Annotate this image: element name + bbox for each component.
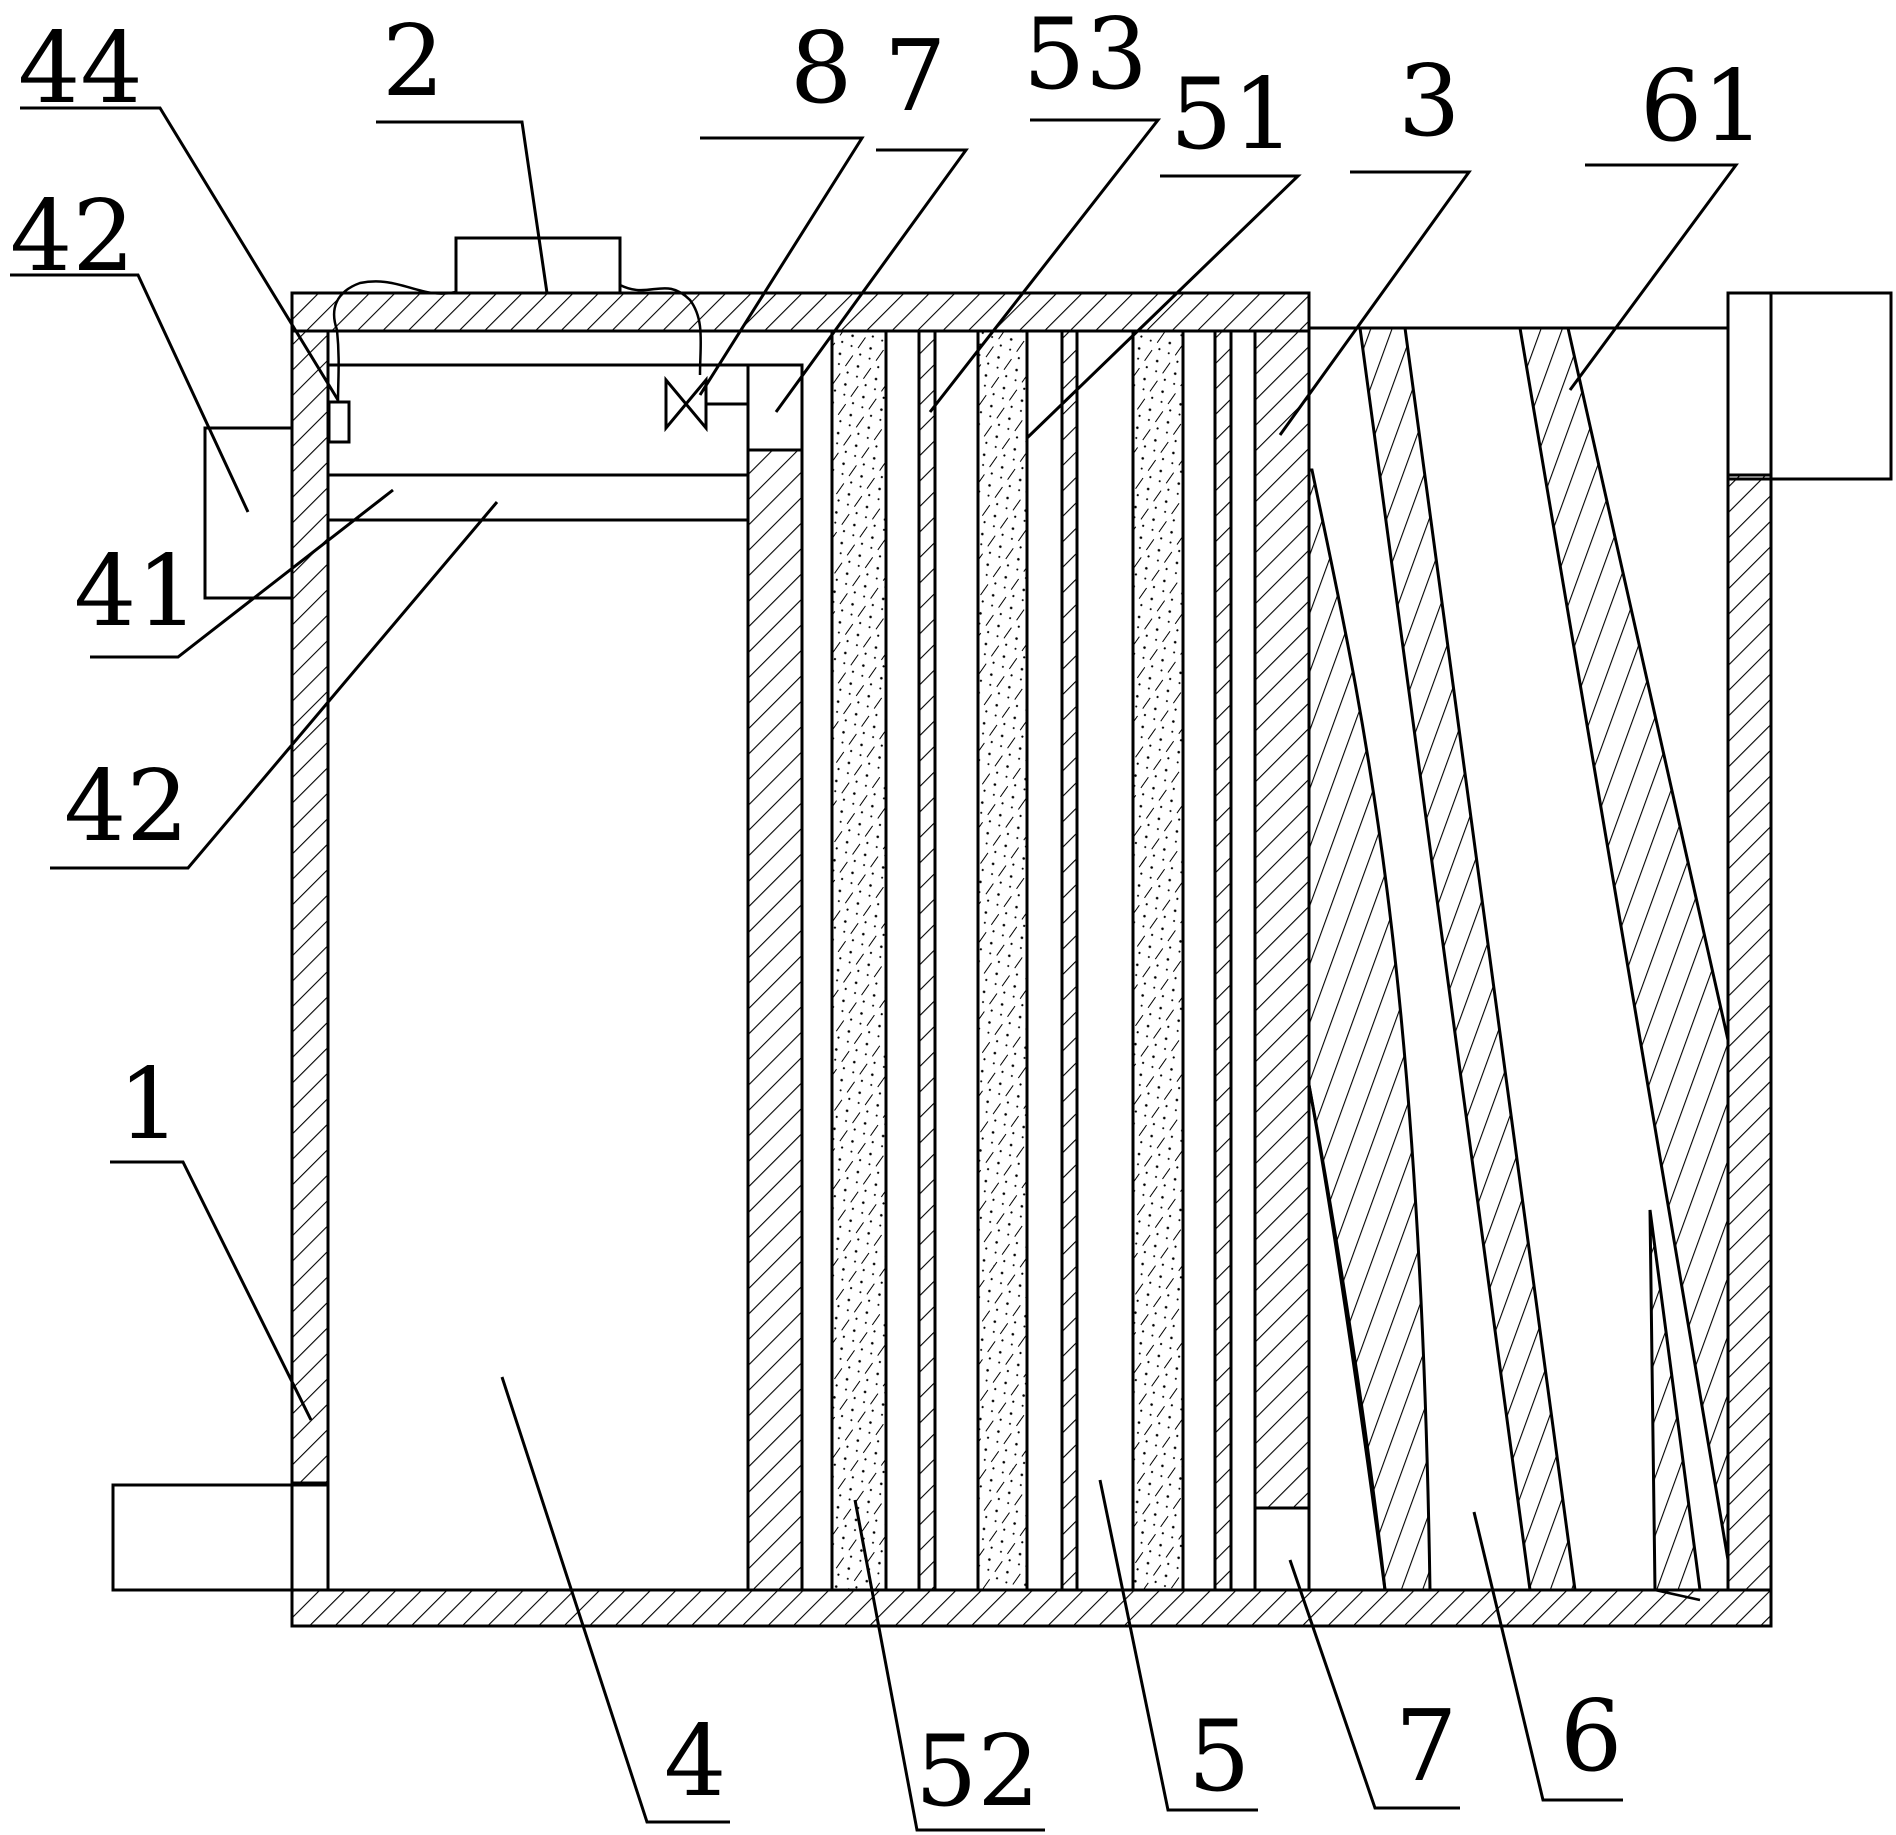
housing-top-wall: [290, 291, 1311, 333]
housing-bottom-wall: [290, 1588, 1773, 1628]
label-2: 2: [382, 5, 444, 119]
housing-right-wall: [1726, 473, 1773, 1592]
label-4: 4: [664, 1705, 726, 1819]
label-6: 6: [1560, 1680, 1622, 1794]
label-5: 5: [1188, 1700, 1250, 1814]
partition-wall-4-5: [746, 448, 804, 1592]
label-41: 41: [74, 535, 199, 649]
label-51: 51: [1170, 58, 1295, 172]
filter-layer-51: [976, 329, 1029, 1592]
label-8: 8: [790, 12, 852, 126]
control-box: [454, 236, 622, 295]
slant-plate-3-61: [1518, 326, 1730, 1561]
label-42-mid: 42: [64, 750, 189, 864]
label-3: 3: [1398, 45, 1460, 159]
wall-3: [1253, 329, 1311, 1510]
label-52: 52: [915, 1715, 1040, 1829]
outlet-pipe: [1726, 291, 1893, 481]
label-53: 53: [1023, 0, 1148, 112]
valve-8: [664, 375, 748, 433]
sensor-44: [327, 400, 351, 444]
filter-layer-53b: [1213, 329, 1233, 1592]
label-61: 61: [1640, 50, 1765, 164]
connector-7-top: [746, 363, 804, 452]
housing: [290, 291, 1773, 1628]
filter-section-5: [802, 329, 1255, 1592]
label-7-bottom: 7: [1395, 1690, 1457, 1804]
housing-left-wall: [290, 291, 330, 1485]
filter-layer-52a: [830, 329, 888, 1592]
filter-layer-51b: [1060, 329, 1079, 1592]
control-wire-right: [619, 283, 703, 376]
leader-lines: [10, 106, 1739, 1832]
inlet-pipe: [111, 1483, 330, 1592]
label-42-top: 42: [10, 180, 135, 294]
chamber-4: [328, 363, 750, 522]
label-7-top: 7: [884, 20, 946, 134]
slant-plate-1: [1307, 468, 1432, 1592]
filter-layer-52b: [1131, 329, 1185, 1592]
connector-7-bottom: [1253, 1506, 1311, 1592]
label-1: 1: [118, 1048, 180, 1162]
label-44: 44: [18, 12, 143, 126]
section-6: [1307, 326, 1730, 1602]
labels: 44 2 8 7 53 51 3 61 42 41 42 1 4 52 5 7 …: [10, 0, 1765, 1829]
slant-plate-3-foot: [1648, 1209, 1702, 1592]
slant-plate-2: [1358, 326, 1577, 1592]
filter-layer-53: [917, 329, 937, 1592]
side-box-42: [203, 426, 294, 600]
